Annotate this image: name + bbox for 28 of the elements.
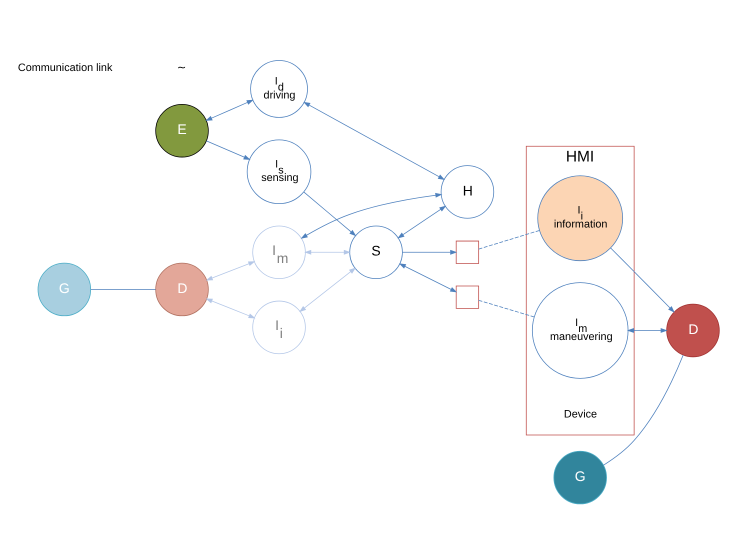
node-circle: E	[155, 104, 209, 157]
node-circle: H	[440, 164, 494, 218]
arrow	[626, 328, 668, 332]
arrow	[206, 260, 256, 280]
arrow	[303, 101, 445, 180]
node-label: Device	[564, 408, 598, 420]
connector	[478, 299, 535, 317]
node-box	[456, 240, 480, 264]
label: Communication link	[18, 61, 112, 74]
node-circle: G	[554, 450, 607, 504]
connector	[478, 230, 540, 249]
node-box	[456, 285, 480, 308]
node-circle: G	[38, 262, 92, 316]
connector	[603, 354, 684, 466]
arrow	[299, 266, 356, 312]
arrow	[610, 246, 675, 312]
node-circle: D	[155, 262, 209, 316]
label: ∼	[176, 61, 186, 74]
arrow	[402, 249, 458, 254]
arrow	[205, 99, 254, 120]
arrow	[397, 205, 446, 238]
arrow	[300, 192, 442, 238]
arrow	[304, 249, 351, 254]
arrow	[206, 140, 251, 160]
arrow	[304, 191, 356, 236]
connector	[90, 288, 156, 290]
arrow	[206, 298, 256, 318]
arrow	[398, 262, 458, 292]
